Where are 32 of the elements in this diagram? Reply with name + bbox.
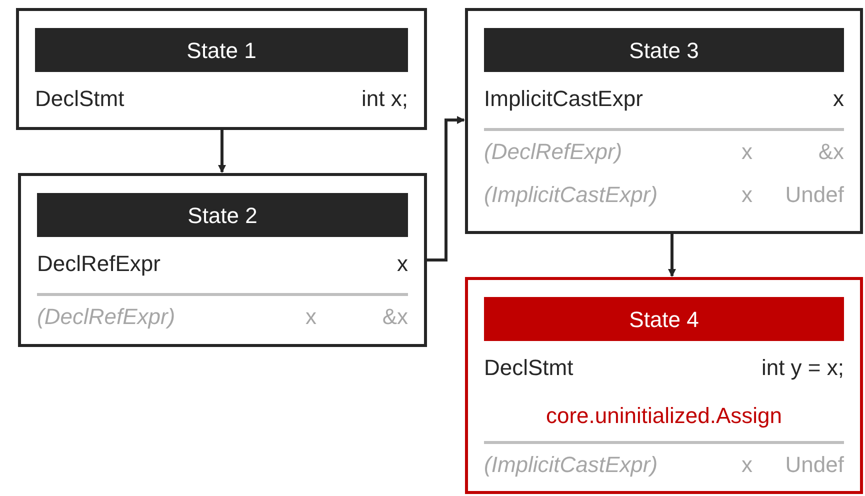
statement-value: int y = x; [761,354,844,382]
expression-value: x [304,303,318,331]
expression-name: (ImplicitCastExpr) [484,451,659,479]
arrow [218,130,226,173]
state-header: State 2 [37,193,408,237]
expression-value: x [740,451,754,479]
expression-value: &x [381,303,408,331]
statement-name: DeclRefExpr [37,250,160,278]
state-box [18,173,427,347]
arrow [427,116,465,262]
statement-name: DeclStmt [35,84,124,112]
expression-value: Undef [784,451,844,479]
statement-name: ImplicitCastExpr [484,84,643,113]
expression-name: (DeclRefExpr) [37,303,176,331]
expression-value: &x [817,138,844,166]
state-box [16,8,427,130]
expression-value: x [740,138,754,166]
statement-value: int x; [362,84,408,112]
checker-name: core.uninitialized.Assign [546,402,782,430]
state-box [465,8,863,234]
statement-value: x [397,250,408,278]
expression-value: Undef [784,180,844,208]
expression-name: (DeclRefExpr) [484,138,624,166]
statement-value: x [833,84,844,112]
state-header: State 4 [484,297,844,341]
expression-value: x [740,180,754,208]
arrow [668,234,676,277]
statement-name: DeclStmt [484,354,574,382]
state-header: State 3 [484,28,844,72]
expression-name: (ImplicitCastExpr) [484,180,659,209]
state-header: State 1 [35,28,408,72]
state-box [465,277,863,494]
